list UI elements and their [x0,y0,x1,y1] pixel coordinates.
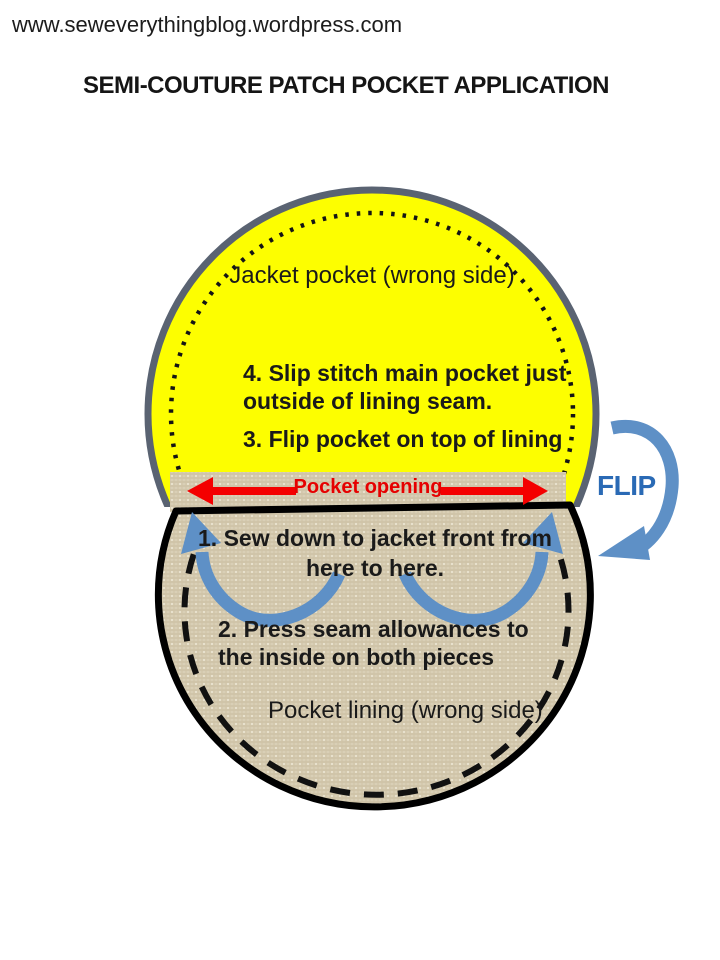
flip-arrow-icon [598,420,679,560]
step-4-line-2: outside of lining seam. [243,388,493,414]
pocket-opening-left-arrow-icon [187,477,296,505]
pocket-opening-label: Pocket opening [293,476,443,498]
step-4-line-1: 4. Slip stitch main pocket just [243,360,567,386]
sew-direction-left-arrow-icon [181,512,345,627]
lining-dashed-stitch-line [181,526,572,798]
sew-direction-right-arrow-icon [399,512,563,627]
step-3-instruction: 3. Flip pocket on top of lining [243,426,563,452]
pocket-lining-label: Pocket lining (wrong side) [268,697,543,724]
step-2-instruction: 2. Press seam allowances to the inside o… [218,615,529,671]
jacket-pocket-label: Jacket pocket (wrong side) [229,262,515,289]
step-1-instruction: 1. Sew down to jacket front from here to… [175,523,575,583]
step-4-instruction: 4. Slip stitch main pocket just outside … [243,359,566,415]
step-1-line-1: 1. Sew down to jacket front from [198,525,552,551]
page-title: SEMI-COUTURE PATCH POCKET APPLICATION [83,72,609,99]
jacket-pocket-shape [144,186,600,507]
step-1-line-2: here to here. [305,555,445,581]
pocket-opening-right-arrow-icon [441,477,548,505]
step-2-line-1: 2. Press seam allowances to [218,616,529,642]
jacket-dotted-stitch-line [168,210,576,507]
blog-url: www.seweverythingblog.wordpress.com [12,12,403,37]
flip-label: FLIP [597,470,656,501]
jacket-pocket-circle [144,186,600,507]
step-2-line-2: the inside on both pieces [218,644,495,670]
pocket-lining-shape [154,501,594,811]
